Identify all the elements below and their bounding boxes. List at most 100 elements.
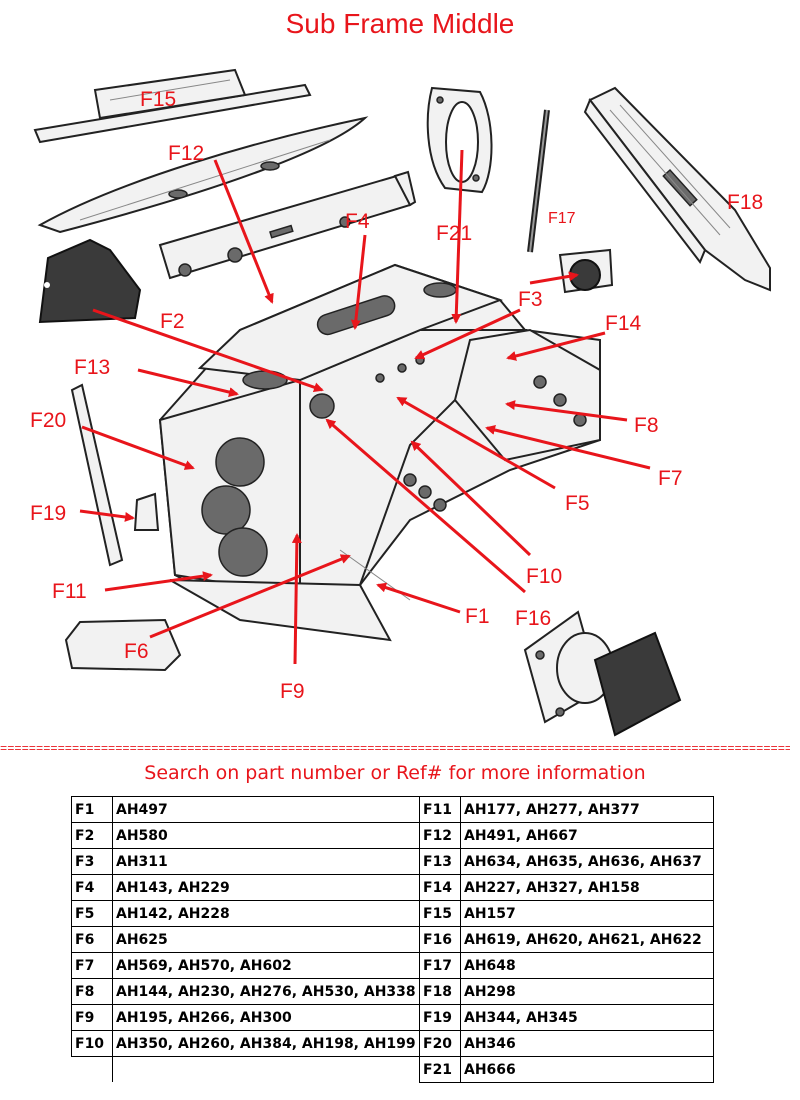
empty-row bbox=[71, 1056, 420, 1082]
ref-id-cell: F3 bbox=[71, 848, 113, 875]
label-f5: F5 bbox=[565, 492, 590, 515]
ref-id-cell: F6 bbox=[71, 926, 113, 953]
part-numbers-cell: AH491, AH667 bbox=[460, 822, 714, 849]
part-f17-rod[interactable] bbox=[527, 109, 550, 253]
part-f4-channel[interactable] bbox=[158, 170, 417, 280]
ref-id-cell: F2 bbox=[71, 822, 113, 849]
label-f15: F15 bbox=[140, 88, 176, 111]
ref-id-cell: F9 bbox=[71, 1004, 113, 1031]
label-f19: F19 bbox=[30, 502, 66, 525]
exploded-parts-diagram: F15 F12 F4 F21 F17 F18 F3 F14 F2 F13 F20… bbox=[30, 68, 771, 737]
part-numbers-cell: AH569, AH570, AH602 bbox=[112, 952, 420, 979]
empty-cell bbox=[71, 1056, 113, 1082]
label-f11: F11 bbox=[52, 580, 87, 603]
part-f18-beam[interactable] bbox=[583, 86, 771, 292]
part-f15-bracket[interactable] bbox=[33, 68, 312, 144]
callout-labels: F15 F12 F4 F21 F17 F18 F3 F14 F2 F13 F20… bbox=[30, 88, 763, 703]
label-f8: F8 bbox=[634, 414, 659, 437]
part-f19-tab[interactable] bbox=[133, 492, 160, 531]
ref-id-cell: F14 bbox=[419, 874, 461, 901]
part-numbers-cell: AH195, AH266, AH300 bbox=[112, 1004, 420, 1031]
ref-id-cell: F13 bbox=[419, 848, 461, 875]
leader-arrows bbox=[79, 149, 651, 665]
part-f6-plate[interactable] bbox=[64, 618, 182, 672]
ref-id-cell: F8 bbox=[71, 978, 113, 1005]
label-f1: F1 bbox=[465, 605, 490, 628]
part-f12-plate[interactable] bbox=[37, 116, 369, 234]
ref-id-cell: F11 bbox=[419, 796, 461, 823]
part-numbers-cell: AH648 bbox=[460, 952, 714, 979]
label-f9: F9 bbox=[280, 680, 305, 703]
part-numbers-cell: AH177, AH277, AH377 bbox=[460, 796, 714, 823]
part-numbers-cell: AH497 bbox=[112, 796, 420, 823]
separator-line: ========================================… bbox=[0, 743, 790, 755]
ref-id-cell: F17 bbox=[419, 952, 461, 979]
part-numbers-cell: AH346 bbox=[460, 1030, 714, 1057]
page-title: Sub Frame Middle bbox=[285, 8, 515, 39]
ref-id-cell: F7 bbox=[71, 952, 113, 979]
part-numbers-cell: AH311 bbox=[112, 848, 420, 875]
part-f3-block[interactable] bbox=[558, 248, 614, 294]
ref-id-cell: F5 bbox=[71, 900, 113, 927]
part-f20-strip[interactable] bbox=[70, 383, 124, 567]
ref-id-cell: F10 bbox=[71, 1030, 113, 1057]
ref-id-cell: F21 bbox=[419, 1056, 461, 1083]
part-numbers-cell: AH666 bbox=[460, 1056, 714, 1083]
label-f2: F2 bbox=[160, 310, 185, 333]
label-f6: F6 bbox=[124, 640, 149, 663]
part-numbers-cell: AH143, AH229 bbox=[112, 874, 420, 901]
label-f16: F16 bbox=[515, 607, 551, 630]
label-f12: F12 bbox=[168, 142, 204, 165]
part-numbers-cell: AH625 bbox=[112, 926, 420, 953]
ref-id-cell: F1 bbox=[71, 796, 113, 823]
part-numbers-cell: AH350, AH260, AH384, AH198, AH199 bbox=[112, 1030, 420, 1057]
label-f3: F3 bbox=[518, 288, 543, 311]
label-f13: F13 bbox=[74, 356, 110, 379]
part-numbers-cell: AH142, AH228 bbox=[112, 900, 420, 927]
label-f17: F17 bbox=[548, 210, 576, 227]
part-numbers-cell: AH157 bbox=[460, 900, 714, 927]
part-numbers-cell: AH619, AH620, AH621, AH622 bbox=[460, 926, 714, 953]
ref-id-cell: F18 bbox=[419, 978, 461, 1005]
label-f21: F21 bbox=[436, 222, 472, 245]
search-note: Search on part number or Ref# for more i… bbox=[144, 762, 646, 784]
part-numbers-cell: AH580 bbox=[112, 822, 420, 849]
ref-id-cell: F4 bbox=[71, 874, 113, 901]
ref-id-cell: F16 bbox=[419, 926, 461, 953]
label-f10: F10 bbox=[526, 565, 562, 588]
label-f14: F14 bbox=[605, 312, 642, 335]
empty-cell bbox=[112, 1056, 420, 1082]
ref-id-cell: F12 bbox=[419, 822, 461, 849]
label-f4: F4 bbox=[345, 210, 370, 233]
ref-id-cell: F19 bbox=[419, 1004, 461, 1031]
part-numbers-cell: AH227, AH327, AH158 bbox=[460, 874, 714, 901]
label-f18: F18 bbox=[727, 191, 763, 214]
label-f7: F7 bbox=[658, 467, 683, 490]
part-rubber-mount[interactable] bbox=[523, 610, 682, 737]
part-gusset-plate[interactable] bbox=[38, 238, 142, 324]
label-f20: F20 bbox=[30, 409, 66, 432]
